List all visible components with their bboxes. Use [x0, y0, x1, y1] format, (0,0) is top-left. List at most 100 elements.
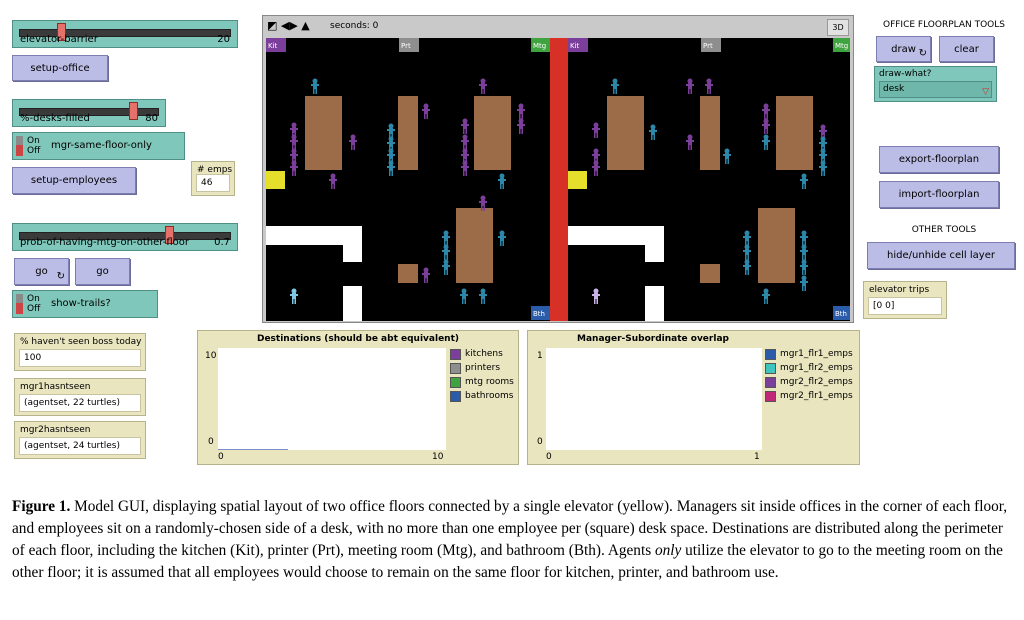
agent-person-icon [762, 118, 770, 134]
x-max-tick: 1 [754, 452, 760, 462]
agent-person-icon [592, 288, 600, 304]
office-wall [343, 286, 362, 321]
agent-person-icon [290, 288, 298, 304]
setup-employees-button[interactable]: setup-employees [12, 167, 136, 194]
agent-person-icon [387, 123, 395, 139]
agent-person-icon [762, 134, 770, 150]
caption-text: Model GUI, displaying spatial layout of … [12, 498, 1008, 559]
legend-item: printers [450, 362, 500, 374]
slider-track[interactable] [19, 29, 231, 37]
legend-label: printers [465, 363, 501, 373]
caption-emphasis: only [654, 542, 682, 559]
bathroom-label-cell [833, 306, 850, 320]
legend-swatch [765, 362, 776, 374]
agent-person-icon [800, 244, 808, 260]
agent-person-icon [442, 230, 450, 246]
dropdown-arrow-icon[interactable]: ▽ [982, 87, 989, 97]
chooser-value[interactable]: desk [879, 81, 992, 98]
agent-person-icon [311, 78, 319, 94]
agent-person-icon [592, 122, 600, 138]
agent-person-icon [517, 103, 525, 119]
slider-knob[interactable] [165, 226, 174, 244]
agent-person-icon [723, 148, 731, 164]
view-nav-icons[interactable]: ◩ ◀▶ ▲ [267, 19, 310, 32]
agent-person-icon [592, 160, 600, 176]
3d-button[interactable]: 3D [827, 19, 849, 36]
mtg-probability-slider[interactable]: prob-of-having-mtg-on-other-floor 0.7 [12, 223, 238, 251]
agent-person-icon [762, 103, 770, 119]
desk [758, 208, 795, 283]
agent-person-icon [800, 230, 808, 246]
draw-button[interactable]: draw ↻ [876, 36, 931, 62]
agent-person-icon [387, 136, 395, 152]
desk [700, 264, 720, 283]
agent-person-icon [479, 288, 487, 304]
switch-knob[interactable] [16, 145, 23, 156]
meeting-label-cell [833, 38, 850, 52]
slider-track[interactable] [19, 232, 231, 240]
emps-monitor: # emps 46 [191, 161, 235, 196]
agent-person-icon [329, 173, 337, 189]
slider-label: prob-of-having-mtg-on-other-floor [20, 237, 189, 248]
printer-label: Prt [703, 42, 713, 50]
legend-label: bathrooms [465, 391, 514, 401]
monitor-label: % haven't seen boss today [20, 337, 142, 347]
printer-label: Prt [401, 42, 411, 50]
slider-knob[interactable] [57, 23, 66, 41]
slider-knob[interactable] [129, 102, 138, 120]
go-once-button[interactable]: go [75, 258, 130, 285]
legend-item: bathrooms [450, 390, 513, 402]
mgr-same-floor-switch[interactable]: On Off mgr-same-floor-only [12, 132, 185, 160]
desk [700, 96, 720, 170]
caption-text-end: utilize the elevator to go to the meetin… [12, 542, 1003, 581]
switch-on-label: On [27, 294, 40, 304]
office-wall [568, 226, 664, 245]
export-floorplan-button[interactable]: export-floorplan [879, 146, 999, 173]
slider-value: 20 [217, 34, 230, 45]
y-min-tick: 0 [208, 437, 214, 447]
switch-knob[interactable] [16, 303, 23, 314]
desks-filled-slider[interactable]: %-desks-filled 80 [12, 99, 166, 127]
caption-label: Figure 1. [12, 498, 71, 515]
slider-label: %-desks-filled [20, 113, 90, 124]
clear-button[interactable]: clear [939, 36, 994, 62]
setup-office-button[interactable]: setup-office [12, 55, 108, 81]
legend-swatch [765, 390, 776, 402]
agent-person-icon [686, 78, 694, 94]
draw-what-chooser[interactable]: draw-what? desk ▽ [874, 66, 997, 102]
agent-person-icon [743, 259, 751, 275]
mgr2-monitor: mgr2hasntseen (agentset, 24 turtles) [14, 421, 146, 459]
kitchen-label-cell [266, 38, 286, 52]
plot-title: Manager-Subordinate overlap [577, 334, 729, 344]
show-trails-switch[interactable]: On Off show-trails? [12, 290, 158, 318]
plot-area [218, 348, 446, 450]
agent-person-icon [517, 118, 525, 134]
agent-person-icon [743, 230, 751, 246]
hide-cell-layer-button[interactable]: hide/unhide cell layer [867, 242, 1015, 269]
legend-swatch [450, 390, 461, 402]
agent-person-icon [686, 134, 694, 150]
elevator-barrier-slider[interactable]: elevator-barrier 20 [12, 20, 238, 48]
desk [305, 96, 342, 170]
monitor-value: (agentset, 22 turtles) [19, 394, 141, 412]
plot-line [218, 449, 288, 450]
printer-label-cell [701, 38, 721, 52]
legend-item: mgr2_flr2_emps [765, 376, 853, 388]
button-label: draw [891, 43, 916, 55]
legend-swatch [450, 348, 461, 360]
destinations-plot: Destinations (should be abt equivalent) … [197, 330, 519, 465]
agent-person-icon [800, 259, 808, 275]
agent-person-icon [442, 259, 450, 275]
kitchen-label: Kit [570, 42, 580, 50]
import-floorplan-button[interactable]: import-floorplan [879, 181, 999, 208]
forever-icon: ↻ [918, 48, 927, 59]
slider-track[interactable] [19, 108, 159, 116]
legend-label: mgr1_flr1_emps [780, 349, 853, 359]
agent-person-icon [422, 267, 430, 283]
y-min-tick: 0 [537, 437, 543, 447]
y-max-tick: 10 [205, 351, 217, 361]
agent-person-icon [743, 244, 751, 260]
go-forever-button[interactable]: go ↻ [14, 258, 69, 285]
